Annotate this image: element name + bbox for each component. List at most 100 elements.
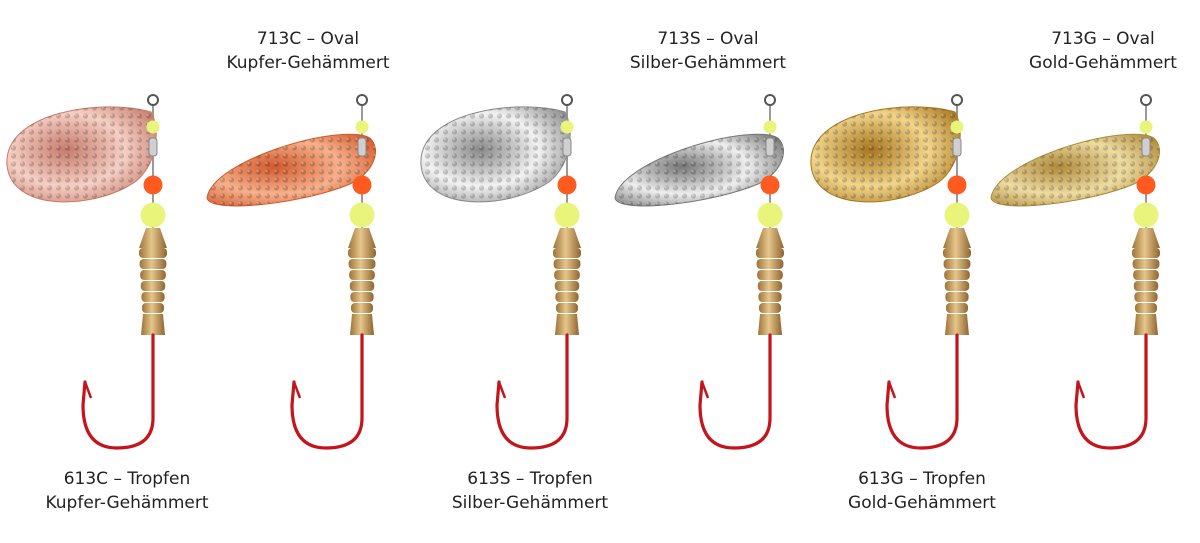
- hook: [698, 333, 772, 450]
- body-base: [945, 314, 969, 335]
- body-base: [141, 314, 165, 335]
- body-rib: [350, 292, 374, 302]
- large-yellow-bead: [757, 202, 783, 228]
- label-613g-code: 613G – Tropfen: [858, 469, 986, 489]
- body-rib: [348, 248, 376, 258]
- label-713s-code: 713S – Oval: [657, 29, 759, 49]
- body-rib: [140, 281, 166, 291]
- body-rib: [553, 259, 581, 269]
- blade-hammered-texture: [6, 106, 157, 202]
- spinner-713s: [614, 94, 784, 450]
- body-base: [1134, 314, 1158, 335]
- hook-barb: [497, 381, 507, 399]
- swivel-eye-icon: [561, 94, 573, 106]
- label-613s-code: 613S – Tropfen: [467, 469, 593, 489]
- body-rib: [555, 292, 579, 302]
- hook-barb: [887, 381, 897, 399]
- body-cone: [139, 228, 167, 248]
- spinner-713g: [990, 94, 1160, 450]
- body-cone: [348, 228, 376, 248]
- body-rib: [348, 259, 376, 269]
- body-rib: [553, 248, 581, 258]
- body-rib: [349, 281, 375, 291]
- label-713s: 713S – Oval Silber-Gehämmert: [630, 27, 786, 75]
- large-yellow-bead: [1133, 202, 1159, 228]
- body-cone: [1132, 228, 1160, 248]
- spinner-613c: [6, 94, 167, 450]
- blade-hammered-texture: [810, 106, 961, 202]
- swivel-eye-icon: [356, 94, 368, 106]
- clevis: [1141, 137, 1151, 157]
- body-rib: [945, 292, 969, 302]
- label-713g: 713G – Oval Gold-Gehämmert: [1029, 27, 1177, 75]
- label-613c-finish: Kupfer-Gehämmert: [45, 493, 209, 513]
- body-rib: [1133, 270, 1159, 280]
- large-yellow-bead: [944, 202, 970, 228]
- label-713s-finish: Silber-Gehämmert: [629, 53, 787, 73]
- hook: [1074, 333, 1148, 450]
- small-yellow-bead: [763, 120, 777, 134]
- body-base: [350, 314, 374, 335]
- body-rib: [757, 270, 783, 280]
- body-rib: [1132, 259, 1160, 269]
- label-613c: 613C – Tropfen Kupfer-Gehämmert: [45, 467, 208, 515]
- clevis: [765, 137, 775, 157]
- body-rib: [1133, 281, 1159, 291]
- label-713c-finish: Kupfer-Gehämmert: [226, 53, 390, 73]
- body-cone: [553, 228, 581, 248]
- body-base: [555, 314, 579, 335]
- label-613s-finish: Silber-Gehämmert: [451, 493, 609, 513]
- swivel-eye-icon: [1140, 94, 1152, 106]
- body-rib: [944, 270, 970, 280]
- small-yellow-bead: [146, 120, 160, 134]
- label-713g-code: 713G – Oval: [1051, 29, 1155, 49]
- body-rib: [554, 281, 580, 291]
- hook: [290, 333, 364, 450]
- red-bead: [352, 175, 372, 195]
- body-rib: [758, 292, 782, 302]
- label-613g: 613G – Tropfen Gold-Gehämmert: [848, 467, 996, 515]
- label-613c-code: 613C – Tropfen: [63, 469, 191, 489]
- label-713c: 713C – Oval Kupfer-Gehämmert: [226, 27, 389, 75]
- spinner-713c: [206, 94, 376, 450]
- body-rib: [943, 259, 971, 269]
- label-713g-finish: Gold-Gehämmert: [1029, 53, 1177, 73]
- body-rib: [1134, 292, 1158, 302]
- body-rib: [141, 292, 165, 302]
- swivel-eye-icon: [951, 94, 963, 106]
- red-bead: [557, 175, 577, 195]
- small-yellow-bead: [950, 120, 964, 134]
- body-rib: [139, 248, 167, 258]
- body-rib: [943, 248, 971, 258]
- large-yellow-bead: [140, 202, 166, 228]
- body-rib: [757, 281, 783, 291]
- body-rib: [349, 270, 375, 280]
- body-rib: [944, 281, 970, 291]
- body-rib: [139, 259, 167, 269]
- body-rib: [142, 303, 164, 313]
- red-bead: [760, 175, 780, 195]
- large-yellow-bead: [349, 202, 375, 228]
- hook: [885, 333, 959, 450]
- clevis: [562, 137, 572, 157]
- small-yellow-bead: [355, 120, 369, 134]
- clevis: [148, 137, 158, 157]
- body-cone: [756, 228, 784, 248]
- label-713c-code: 713C – Oval: [256, 29, 360, 49]
- label-613g-finish: Gold-Gehämmert: [848, 493, 996, 513]
- red-bead: [143, 175, 163, 195]
- body-rib: [556, 303, 578, 313]
- body-rib: [1135, 303, 1157, 313]
- hook: [495, 333, 569, 450]
- swivel-eye-icon: [764, 94, 776, 106]
- swivel-eye-icon: [147, 94, 159, 106]
- body-cone: [943, 228, 971, 248]
- body-base: [758, 314, 782, 335]
- hook-barb: [1076, 381, 1086, 399]
- large-yellow-bead: [554, 202, 580, 228]
- body-rib: [1132, 248, 1160, 258]
- red-bead: [1136, 175, 1156, 195]
- red-bead: [947, 175, 967, 195]
- blade-hammered-texture: [207, 134, 376, 206]
